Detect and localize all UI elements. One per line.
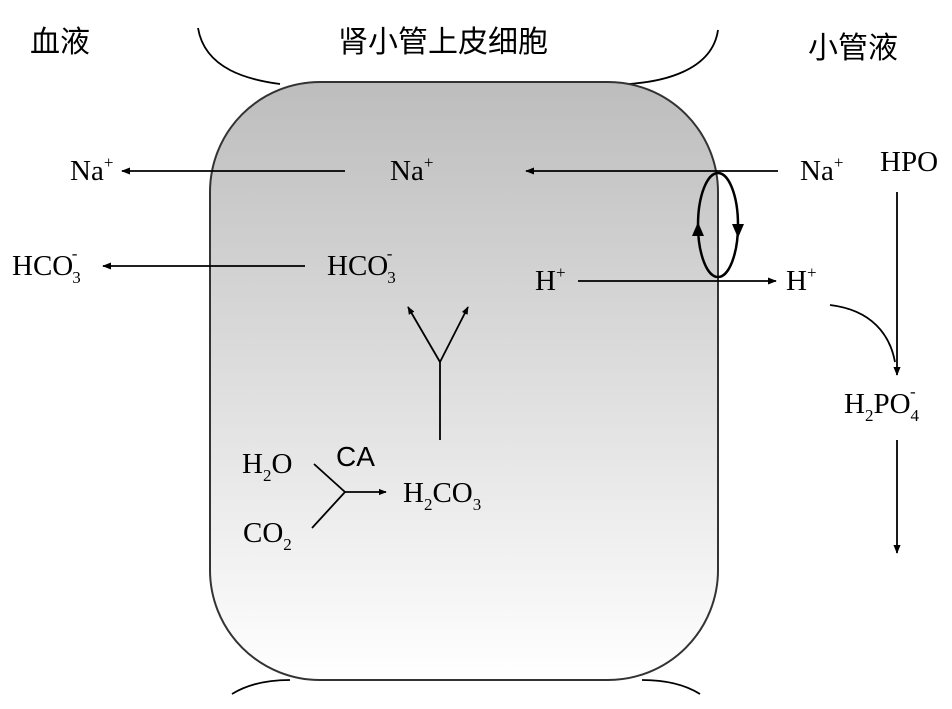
h-join-curve — [829, 304, 896, 363]
exchanger-arrowhead-left — [692, 222, 704, 236]
co2-label: CO2 — [243, 517, 292, 554]
epithelial-cell — [209, 81, 719, 681]
top-left-membrane-curve — [197, 27, 281, 85]
co2-reactant-line — [311, 491, 346, 529]
na-cell-label: Na+ — [390, 153, 433, 187]
cell-label: 肾小管上皮细胞 — [338, 25, 548, 60]
top-right-membrane-curve — [627, 29, 719, 85]
bottom-right-membrane-curve — [641, 679, 701, 695]
dissociation-arrow-left — [407, 306, 441, 363]
hco3-cell-label: HCO3- — [327, 244, 396, 287]
h2co3-label: H2CO3 — [403, 477, 481, 514]
blood-label: 血液 — [30, 25, 90, 60]
h-tubule-label: H+ — [786, 263, 817, 297]
tubular-fluid-label: 小管液 — [808, 31, 898, 66]
hco3-blood-label: HCO3- — [12, 244, 81, 287]
carbonic-anhydrase-label: CA — [336, 441, 375, 472]
h-cell-label: H+ — [535, 263, 566, 297]
dissociation-arrow-right — [439, 306, 469, 363]
h2o-reactant-line — [313, 463, 346, 493]
exchanger-arrowhead-right — [732, 224, 744, 238]
hpo4-label: HPO — [880, 146, 938, 178]
h2po4-label: H2PO4- — [844, 382, 920, 425]
na-blood-label: Na+ — [70, 153, 113, 187]
na-tubule-label: Na+ — [800, 153, 843, 187]
bottom-left-membrane-curve — [231, 679, 291, 695]
h2o-label: H2O — [242, 448, 292, 485]
